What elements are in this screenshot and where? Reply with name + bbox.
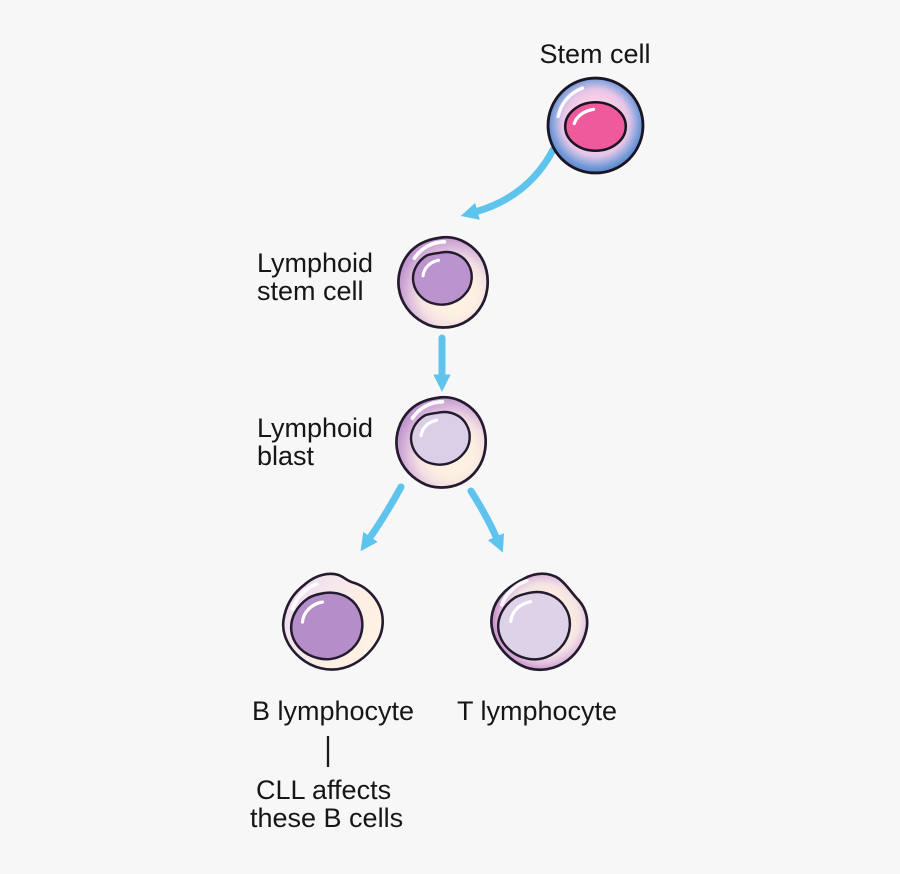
stem-cell-illustration: [546, 76, 645, 175]
arrow-stem-to-lymphoid-icon: [460, 146, 557, 220]
lymphoid-stem-nucleus-highlight: [421, 258, 441, 278]
t-lymphocyte-nucleus: [496, 590, 572, 661]
lymphoid-blast-illustration: [395, 395, 488, 489]
lymphoid-blast-label-line1: Lymphoid: [257, 413, 374, 443]
lymphoid-blast-nucleus-highlight: [419, 418, 439, 438]
t-lymphocyte-illustration: [490, 572, 589, 672]
lymphoid-blast-label-line2: blast: [257, 441, 315, 471]
b-lymphocyte-illustration: [281, 572, 384, 671]
lymphoid-blast-highlight: [410, 399, 445, 421]
stem-cell-highlight: [556, 86, 585, 119]
b-lymphocyte-label: B lymphocyte: [252, 696, 415, 726]
lymphoid-blast-label: Lymphoid blast: [257, 414, 373, 470]
lymphoid-stem-highlight: [412, 239, 447, 261]
stem-cell-label: Stem cell: [539, 39, 651, 69]
b-lymphocyte-nucleus-highlight: [300, 600, 325, 624]
stem-cell-nucleus-highlight: [572, 107, 596, 126]
b-lymphocyte-highlight: [290, 582, 319, 611]
lymphoid-stem-cell-label-line2: stem cell: [257, 276, 364, 306]
t-lymphocyte-nucleus-highlight: [509, 600, 533, 624]
t-lymphocyte-highlight: [499, 579, 529, 607]
cll-note: CLL affects these B cells: [250, 776, 403, 832]
lymphoid-blast-nucleus: [409, 410, 471, 466]
cll-note-line1: CLL affects: [256, 775, 392, 805]
lymphoid-stem-cell-label-line1: Lymphoid: [257, 248, 374, 278]
cll-note-line2: these B cells: [250, 803, 404, 833]
lymphoid-stem-cell-illustration: [397, 235, 490, 329]
b-lymphocyte-nucleus: [289, 591, 364, 661]
t-lymphocyte-label: T lymphocyte: [457, 696, 618, 726]
lymphoid-stem-nucleus: [411, 250, 473, 306]
arrow-blast-to-t-icon: [467, 487, 505, 553]
lymphoid-stem-cell-label: Lymphoid stem cell: [257, 249, 373, 305]
arrow-blast-to-b-icon: [360, 483, 405, 552]
stem-cell-nucleus: [563, 101, 628, 153]
